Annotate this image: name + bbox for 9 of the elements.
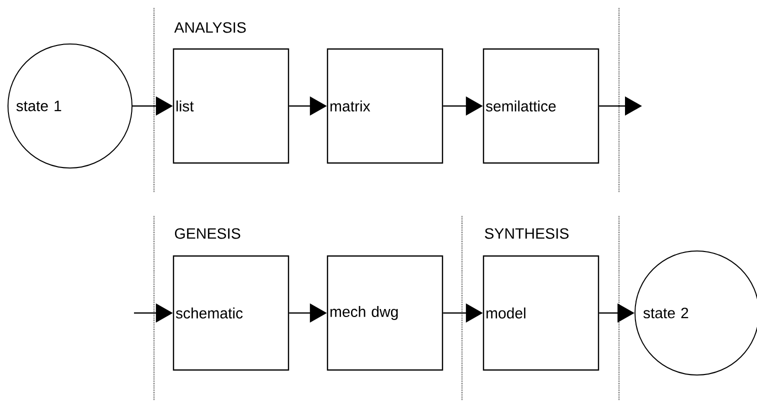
- process-box: semilattice: [482, 48, 600, 164]
- process-box: schematic: [172, 255, 290, 371]
- section-heading: SYNTHESIS: [484, 228, 569, 239]
- process-box: list: [172, 48, 290, 164]
- process-box: model: [482, 255, 600, 371]
- section-heading: GENESIS: [174, 228, 240, 239]
- process-box: matrix: [326, 48, 444, 164]
- section-heading: ANALYSIS: [174, 22, 246, 33]
- process-box: mech dwg: [326, 255, 444, 371]
